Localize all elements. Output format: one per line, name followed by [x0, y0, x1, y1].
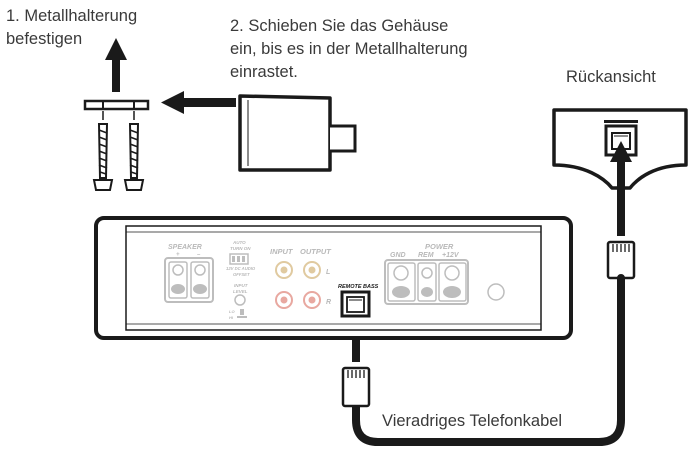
telephone-cable: [352, 274, 625, 446]
arrow-up-rear-icon: [610, 141, 632, 236]
hi-label: HI: [229, 315, 234, 320]
auto-label: AUTO: [232, 240, 246, 245]
step1-line1: 1. Metallhalterung: [6, 7, 138, 25]
gnd-label: GND: [390, 252, 406, 259]
fuse-cap-icon: [487, 283, 505, 301]
level-label: LEVEL: [233, 289, 248, 294]
arrow-up-icon: [105, 38, 127, 92]
metal-bracket: [83, 99, 150, 111]
auto-modes-label: 12V DC AUDIO: [226, 266, 256, 271]
lo-label: LO: [229, 309, 235, 314]
rca-output-left[interactable]: [303, 261, 321, 279]
step2-line1: 2. Schieben Sie das Gehäuse: [230, 17, 449, 35]
rca-input-left[interactable]: [275, 261, 293, 279]
speaker-terminals: [164, 257, 214, 303]
left-channel-label: L: [326, 269, 330, 276]
output-label: OUTPUT: [300, 247, 332, 256]
speaker-label: SPEAKER: [168, 244, 202, 251]
cable-connector-bottom: [341, 366, 371, 408]
input-label: INPUT: [270, 247, 294, 256]
offset-label: OFFSET: [233, 272, 250, 277]
speaker-minus-label: –: [197, 252, 201, 258]
remote-bass-port[interactable]: [340, 290, 371, 318]
rem-label: REM: [418, 252, 434, 259]
screw-left-icon: [92, 111, 114, 191]
arrow-left-icon: [161, 91, 236, 114]
speaker-plus-label: +: [176, 252, 180, 258]
step2-line3: einrastet.: [230, 63, 298, 81]
step1-line2: befestigen: [6, 30, 83, 48]
rca-output-right[interactable]: [303, 291, 321, 309]
remote-bass-label: REMOTE BASS: [338, 284, 379, 290]
power-label: POWER: [425, 242, 454, 251]
rca-input-right[interactable]: [275, 291, 293, 309]
right-channel-label: R: [326, 299, 331, 306]
screw-right-icon: [123, 111, 145, 191]
input-level-knob[interactable]: [234, 294, 246, 306]
turn-on-label: TURN ON: [230, 246, 251, 251]
rear-view-label: Rückansicht: [566, 68, 656, 86]
cable-connector-top: [606, 240, 636, 280]
cable-label: Vieradriges Telefonkabel: [382, 412, 563, 430]
amplifier: [94, 216, 573, 340]
remote-housing: [238, 94, 357, 172]
power-terminals: [384, 259, 469, 305]
step2-line2: ein, bis es in der Metallhalterung: [230, 40, 468, 58]
input-label-small: INPUT: [234, 283, 249, 288]
auto-turn-on-switch[interactable]: [229, 253, 249, 265]
plus12v-label: +12V: [442, 252, 460, 259]
